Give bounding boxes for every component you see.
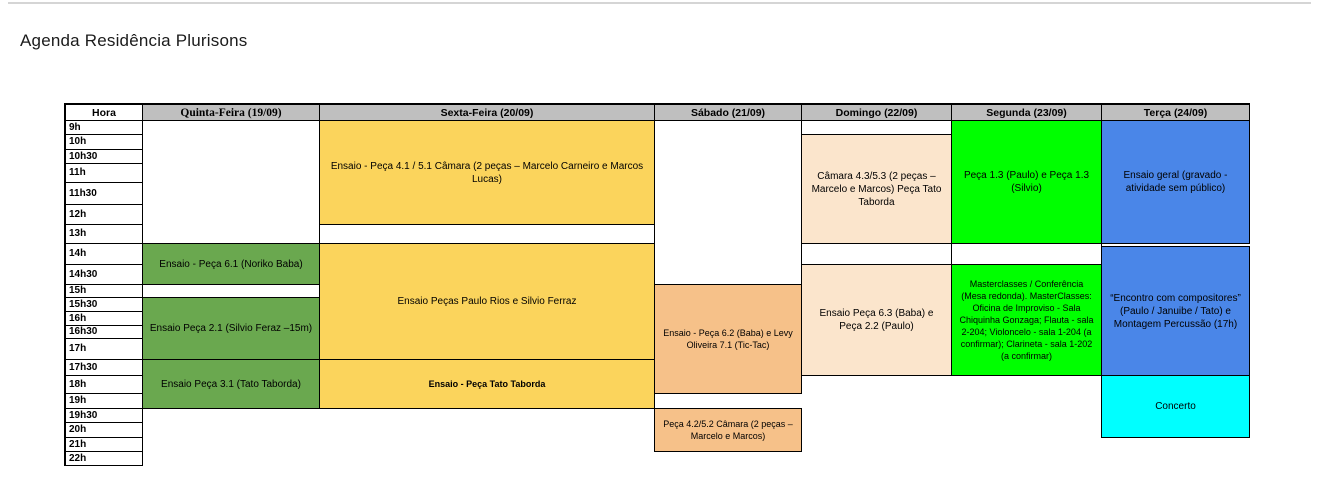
top-divider xyxy=(8,2,1311,4)
time-cell-10h: 10h xyxy=(65,134,143,150)
event-b1: Ensaio - Peça 6.2 (Baba) e Levy Oliveira… xyxy=(654,284,802,394)
time-cell-13h: 13h xyxy=(65,224,143,244)
event-t1: Ensaio geral (gravado - atividade sem pú… xyxy=(1101,120,1250,244)
day-header-quinta: Quinta-Feira (19/09) xyxy=(142,104,320,121)
day-header-segunda: Segunda (23/09) xyxy=(951,104,1102,121)
event-s2: Ensaio Peças Paulo Rios e Silvio Ferraz xyxy=(319,243,655,360)
event-label: Ensaio - Peça 6.2 (Baba) e Levy Oliveira… xyxy=(663,327,793,350)
time-cell-19h: 19h xyxy=(65,393,143,409)
time-cell-16h30: 16h30 xyxy=(65,325,143,339)
event-label: Ensaio Peça 3.1 (Tato Taborda) xyxy=(161,378,301,390)
time-cell-15h30: 15h30 xyxy=(65,297,143,312)
day-header-terca: Terça (24/09) xyxy=(1101,104,1250,121)
time-cell-16h: 16h xyxy=(65,311,143,326)
event-m1: Peça 1.3 (Paulo) e Peça 1.3 (Silvio) xyxy=(951,120,1102,244)
event-t2: “Encontro com compositores” (Paulo / Jan… xyxy=(1101,246,1250,376)
time-cell-22h: 22h xyxy=(65,451,143,466)
event-q3: Ensaio Peça 3.1 (Tato Taborda) xyxy=(142,359,320,409)
event-label: Ensaio - Peça 4.1 / 5.1 Câmara (2 peças … xyxy=(330,160,644,185)
time-cell-15h: 15h xyxy=(65,284,143,298)
event-d2: Ensaio Peça 6.3 (Baba) e Peça 2.2 (Paulo… xyxy=(801,264,952,376)
event-label: Masterclasses / Conferência (Mesa redond… xyxy=(959,278,1094,362)
day-header-sexta: Sexta-Feira (20/09) xyxy=(319,104,655,121)
empty-slot xyxy=(654,120,802,285)
empty-slot xyxy=(319,224,655,244)
page-title: Agenda Residência Plurisons xyxy=(20,31,248,50)
hora-header: Hora xyxy=(65,104,143,121)
empty-slot xyxy=(801,120,952,135)
time-cell-12h: 12h xyxy=(65,204,143,225)
event-label: Ensaio Peça 6.3 (Baba) e Peça 2.2 (Paulo… xyxy=(819,308,934,332)
event-label: Ensaio Peça 2.1 (Silvio Feraz –15m) xyxy=(149,323,313,334)
time-cell-20h: 20h xyxy=(65,422,143,438)
empty-slot xyxy=(801,243,952,265)
day-header-domingo: Domingo (22/09) xyxy=(801,104,952,121)
event-q2: Ensaio Peça 2.1 (Silvio Feraz –15m) xyxy=(142,297,320,360)
event-label: “Encontro com compositores” (Paulo / Jan… xyxy=(1110,292,1241,330)
event-t3: Concerto xyxy=(1101,375,1250,438)
event-s1: Ensaio - Peça 4.1 / 5.1 Câmara (2 peças … xyxy=(319,120,655,225)
event-q1: Ensaio - Peça 6.1 (Noriko Baba) xyxy=(142,243,320,285)
time-cell-18h: 18h xyxy=(65,375,143,394)
event-d1: Câmara 4.3/5.3 (2 peças – Marcelo e Marc… xyxy=(801,134,952,244)
empty-slot xyxy=(951,243,1102,265)
empty-slot xyxy=(142,284,320,298)
event-label: Ensaio geral (gravado - atividade sem pú… xyxy=(1123,170,1228,194)
time-cell-14h30: 14h30 xyxy=(65,264,143,285)
time-cell-19h30: 19h30 xyxy=(65,408,143,423)
event-label: Peça 1.3 (Paulo) e Peça 1.3 (Silvio) xyxy=(963,170,1090,194)
time-cell-14h: 14h xyxy=(65,243,143,265)
event-m2: Masterclasses / Conferência (Mesa redond… xyxy=(951,264,1102,376)
time-cell-11h30: 11h30 xyxy=(65,182,143,205)
event-label: Ensaio - Peça 6.1 (Noriko Baba) xyxy=(159,258,303,270)
event-b2: Peça 4.2/5.2 Câmara (2 peças – Marcelo e… xyxy=(654,408,802,452)
event-label: Ensaio Peças Paulo Rios e Silvio Ferraz xyxy=(397,296,577,307)
time-cell-9h: 9h xyxy=(65,120,143,135)
time-cell-10h30: 10h30 xyxy=(65,149,143,164)
event-s3: Ensaio - Peça Tato Taborda xyxy=(319,359,655,409)
time-cell-11h: 11h xyxy=(65,163,143,183)
event-label: Concerto xyxy=(1155,401,1196,412)
event-label: Câmara 4.3/5.3 (2 peças – Marcelo e Marc… xyxy=(811,170,942,208)
time-cell-17h: 17h xyxy=(65,338,143,360)
time-cell-17h30: 17h30 xyxy=(65,359,143,376)
empty-slot xyxy=(142,120,320,244)
time-cell-21h: 21h xyxy=(65,437,143,452)
day-header-sabado: Sábado (21/09) xyxy=(654,104,802,121)
event-label: Ensaio - Peça Tato Taborda xyxy=(428,378,546,389)
event-label: Peça 4.2/5.2 Câmara (2 peças – Marcelo e… xyxy=(663,418,793,441)
